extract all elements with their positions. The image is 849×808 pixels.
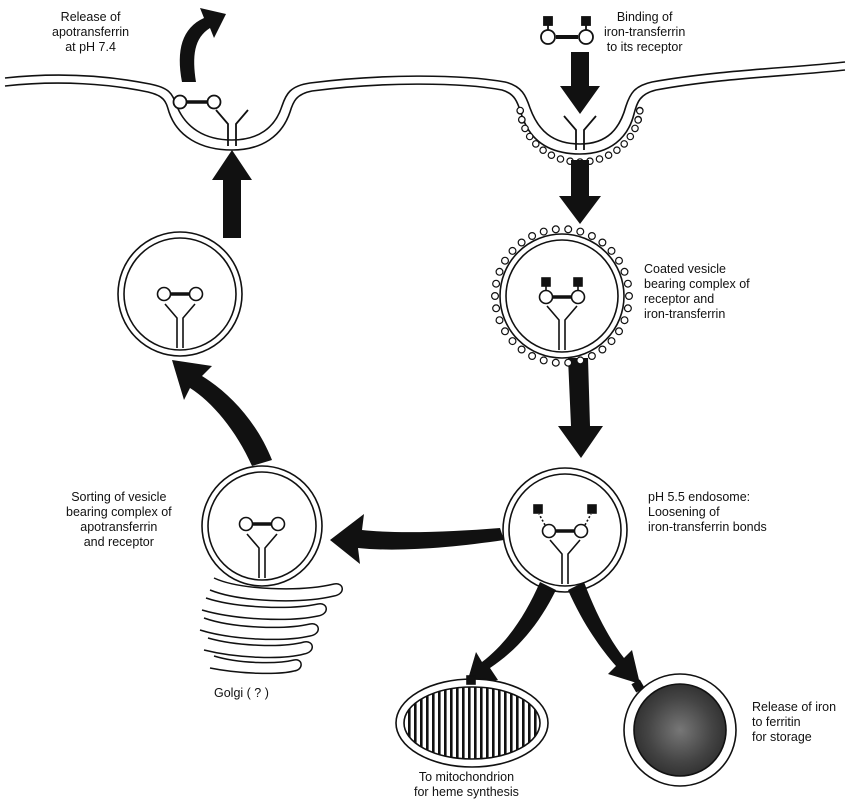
clathrin-dot bbox=[521, 124, 529, 133]
clathrin-dot bbox=[624, 292, 633, 301]
clathrin-dot bbox=[495, 316, 504, 325]
arrow-to-ferritin bbox=[568, 582, 640, 684]
clathrin-dot bbox=[539, 146, 547, 155]
clathrin-dot bbox=[620, 316, 629, 325]
label-mitochondrion: To mitochondrion for heme synthesis bbox=[414, 770, 519, 799]
clathrin-dot bbox=[516, 106, 525, 115]
clathrin-dot bbox=[595, 155, 604, 163]
clathrin-dot bbox=[598, 345, 607, 354]
golgi-stack bbox=[199, 577, 343, 675]
clathrin-dot bbox=[564, 358, 573, 367]
label-coated-vesicle: Coated vesicle bearing complex of recept… bbox=[644, 262, 750, 321]
plasma-membrane bbox=[4, 61, 846, 155]
label-sorting: Sorting of vesicle bearing complex of ap… bbox=[66, 490, 172, 549]
clathrin-dot bbox=[631, 124, 639, 133]
sorting-vesicle bbox=[201, 465, 323, 587]
clathrin-dot bbox=[607, 246, 616, 255]
arrow-to-sorting-vesicle bbox=[330, 514, 504, 564]
clathrin-dot bbox=[495, 267, 504, 276]
label-binding: Binding of iron-transferrin to its recep… bbox=[604, 10, 686, 54]
recycling-vesicle bbox=[117, 231, 243, 357]
clathrin-dot bbox=[525, 132, 534, 141]
mitochondrion bbox=[395, 675, 549, 768]
clathrin-dot bbox=[501, 256, 510, 265]
arrow-to-endosome bbox=[558, 358, 603, 458]
clathrin-dot bbox=[491, 292, 500, 301]
label-release-apotransferrin: Release of apotransferrin at pH 7.4 bbox=[52, 10, 130, 54]
endosome bbox=[502, 467, 628, 593]
clathrin-dot bbox=[501, 327, 510, 336]
clathrin-dot bbox=[556, 155, 565, 163]
arrow-to-mitochondrion bbox=[466, 582, 556, 686]
clathrin-dot bbox=[528, 352, 537, 361]
label-ferritin: Release of iron to ferritin for storage bbox=[752, 700, 837, 744]
clathrin-dot bbox=[539, 227, 548, 236]
label-golgi: Golgi ( ? ) bbox=[214, 686, 269, 700]
clathrin-dot bbox=[635, 107, 644, 115]
label-endosome: pH 5.5 endosome: Loosening of iron-trans… bbox=[648, 490, 767, 534]
arrow-to-membrane bbox=[212, 150, 252, 238]
clathrin-dot bbox=[551, 358, 560, 367]
clathrin-dot bbox=[547, 151, 556, 160]
coated-vesicle bbox=[491, 225, 633, 367]
clathrin-dot bbox=[528, 232, 537, 241]
clathrin-dot bbox=[614, 256, 623, 265]
binding-arrow bbox=[560, 52, 600, 114]
arrow-to-recycling-vesicle bbox=[172, 360, 272, 466]
clathrin-dot bbox=[508, 246, 517, 255]
clathrin-dot bbox=[623, 279, 632, 288]
clathrin-dot bbox=[587, 232, 596, 241]
clathrin-dot bbox=[604, 151, 613, 160]
clathrin-dot bbox=[492, 304, 501, 313]
clathrin-dot bbox=[614, 327, 623, 336]
clathrin-dot bbox=[551, 225, 560, 234]
clathrin-dot bbox=[576, 356, 585, 365]
clathrin-dot bbox=[576, 227, 585, 236]
clathrin-dot bbox=[587, 352, 596, 361]
receptor-iron-transferrin-right-pit bbox=[563, 115, 597, 150]
clathrin-dot bbox=[623, 304, 632, 313]
clathrin-dot bbox=[517, 238, 526, 247]
clathrin-dot bbox=[613, 146, 621, 155]
receptor-apotransferrin-left-pit bbox=[172, 94, 249, 146]
clathrin-dot bbox=[517, 345, 526, 354]
clathrin-dot bbox=[508, 337, 517, 346]
clathrin-dot bbox=[564, 225, 573, 234]
clathrin-dot bbox=[492, 279, 501, 288]
clathrin-dot bbox=[620, 267, 629, 276]
flow-arrows bbox=[172, 8, 640, 686]
clathrin-dot bbox=[539, 356, 548, 365]
ferritin-particle bbox=[623, 673, 737, 787]
arrow-to-coated-vesicle bbox=[559, 160, 601, 224]
clathrin-dot bbox=[531, 140, 540, 148]
clathrin-coat-pit bbox=[516, 106, 644, 166]
clathrin-dot bbox=[598, 238, 607, 247]
release-arrow bbox=[179, 8, 226, 82]
clathrin-dot bbox=[626, 132, 635, 141]
clathrin-dot bbox=[607, 337, 616, 346]
iron-transferrin-molecule bbox=[540, 16, 594, 45]
clathrin-dot bbox=[620, 140, 629, 148]
clathrin-dot bbox=[517, 115, 526, 124]
clathrin-dot bbox=[634, 116, 642, 124]
